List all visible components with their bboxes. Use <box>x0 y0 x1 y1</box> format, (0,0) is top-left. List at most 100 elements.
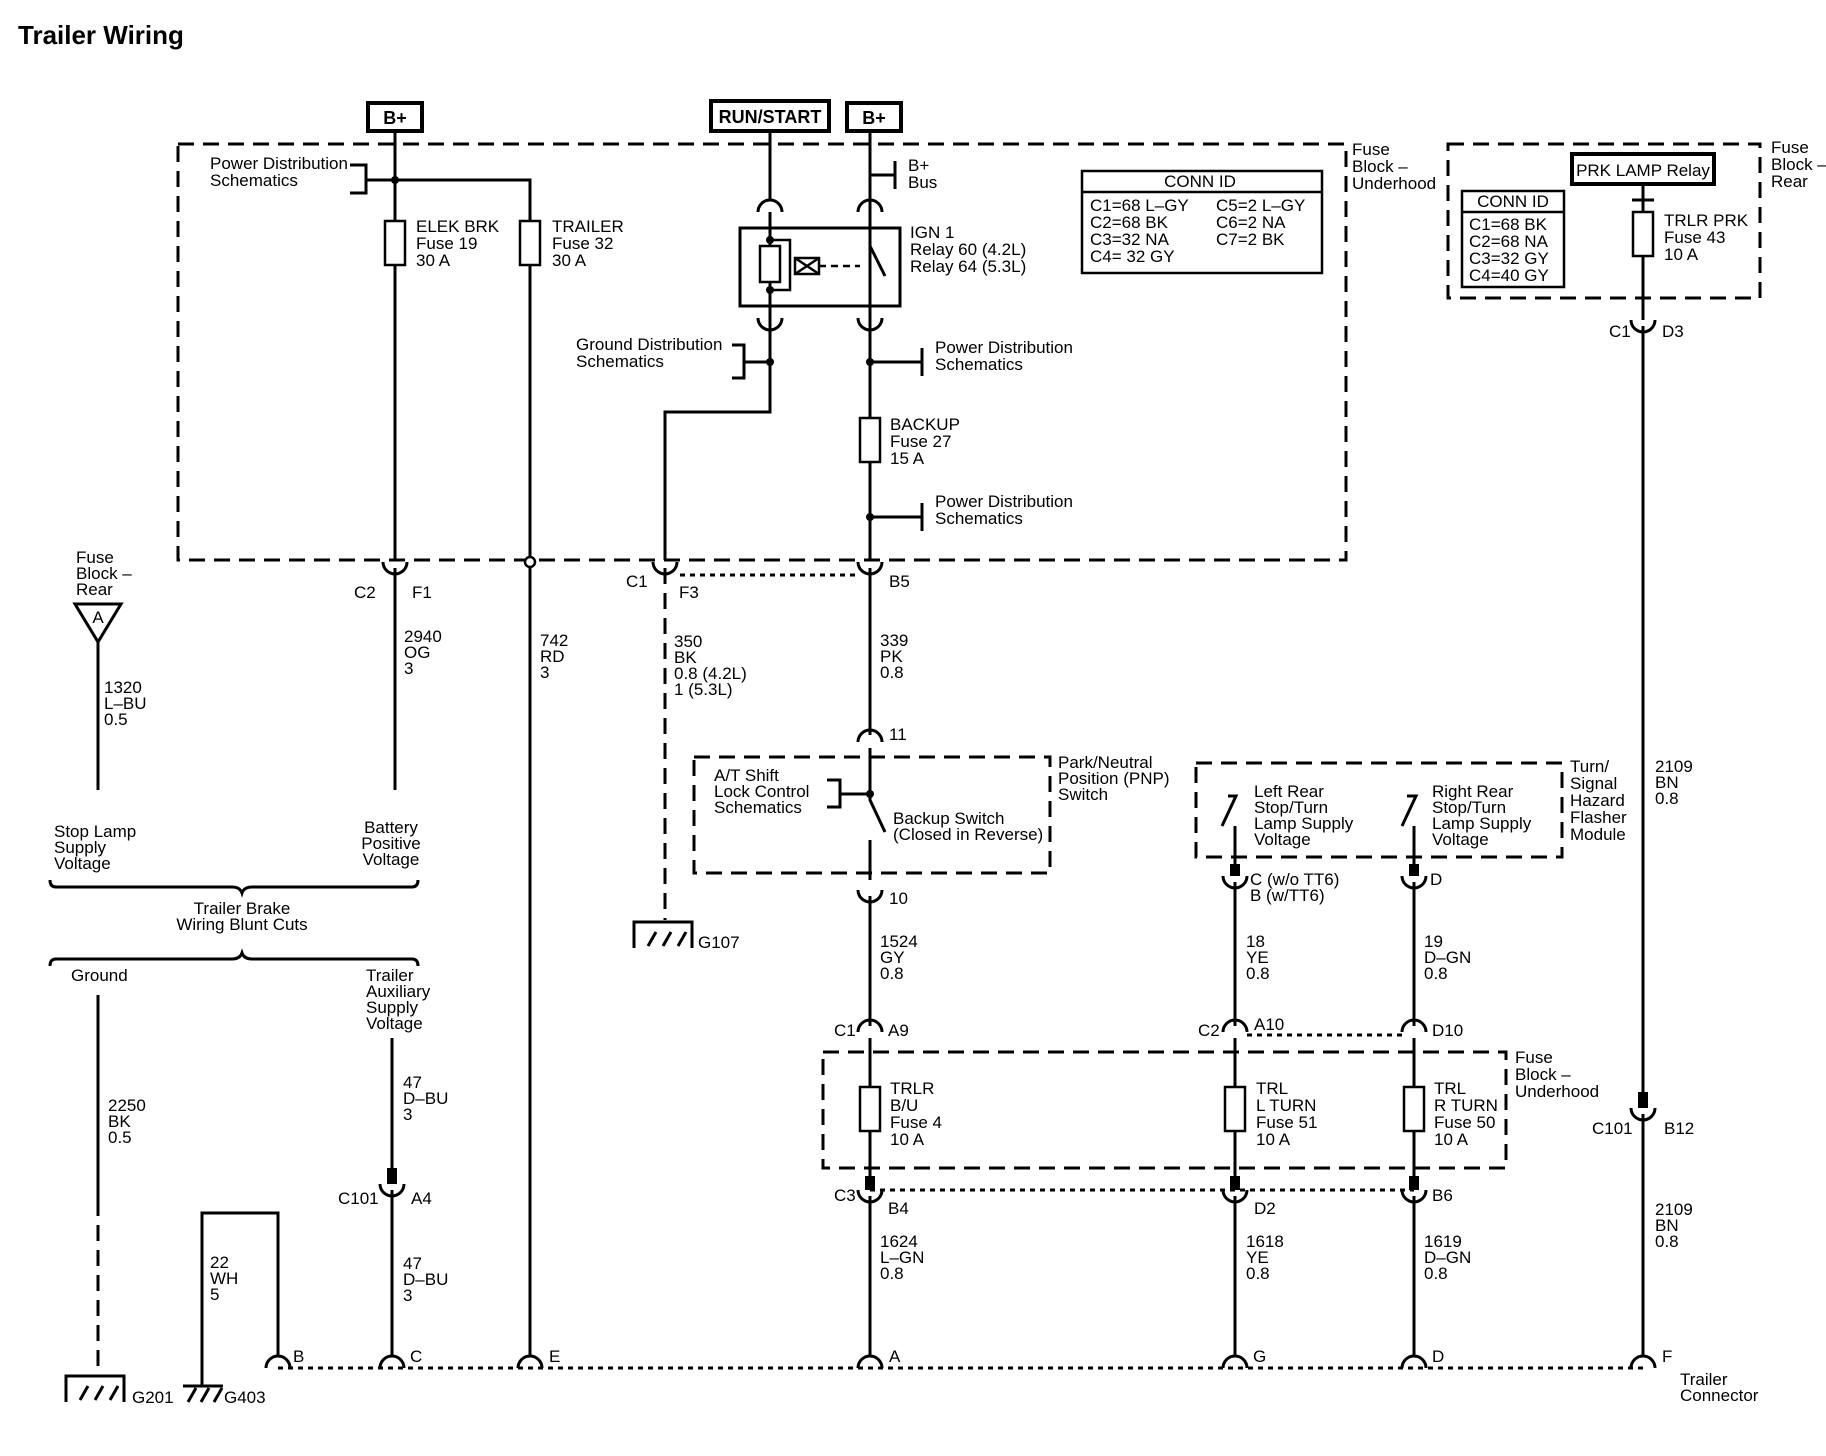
svg-text:Fuse 51: Fuse 51 <box>1256 1113 1317 1132</box>
svg-text:B+: B+ <box>383 108 407 128</box>
svg-text:D: D <box>1430 870 1442 889</box>
svg-text:C7=2 BK: C7=2 BK <box>1216 230 1285 249</box>
svg-text:Fuse 4: Fuse 4 <box>890 1113 942 1132</box>
svg-text:10 A: 10 A <box>1434 1130 1469 1149</box>
power-dist-2-label-1: Power Distribution <box>935 338 1073 357</box>
svg-text:3: 3 <box>540 663 549 682</box>
svg-text:350: 350 <box>674 632 702 651</box>
fuse-block-underhood-2-boundary <box>821 1050 1508 1170</box>
svg-text:Left Rear: Left Rear <box>1254 782 1324 801</box>
svg-text:C1=68 L–GY: C1=68 L–GY <box>1090 196 1189 215</box>
svg-text:Underhood: Underhood <box>1515 1082 1599 1101</box>
svg-text:PK: PK <box>880 647 903 666</box>
svg-text:D–GN: D–GN <box>1424 948 1471 967</box>
fuse-block-rear-label-1: Fuse <box>1771 138 1809 157</box>
svg-text:TRL: TRL <box>1434 1079 1466 1098</box>
svg-text:Stop/Turn: Stop/Turn <box>1432 798 1506 817</box>
fuse-trlr-bu <box>858 1085 882 1133</box>
svg-text:0.8: 0.8 <box>880 964 904 983</box>
svg-text:Turn/: Turn/ <box>1570 757 1609 776</box>
svg-text:Fuse: Fuse <box>1515 1048 1553 1067</box>
svg-text:Battery: Battery <box>364 818 418 837</box>
svg-text:339: 339 <box>880 631 908 650</box>
svg-text:GY: GY <box>880 948 905 967</box>
fuse-backup-label-3: 15 A <box>890 449 925 468</box>
trailer-connector-label-1: Trailer <box>1680 1370 1728 1389</box>
connector-d10 <box>1400 1018 1428 1033</box>
svg-text:Voltage: Voltage <box>54 854 111 873</box>
fuse-trlr-prk-label-3: 10 A <box>1664 245 1699 264</box>
svg-text:742: 742 <box>540 631 568 650</box>
svg-text:0.8: 0.8 <box>1246 1264 1270 1283</box>
svg-text:A/T Shift: A/T Shift <box>714 766 779 785</box>
left-rear-switch <box>1220 794 1239 872</box>
wire-22 <box>200 1211 280 1385</box>
svg-text:L–GN: L–GN <box>880 1248 924 1267</box>
fuse-block-underhood-label-2: Block – <box>1352 157 1408 176</box>
svg-text:Lamp Supply: Lamp Supply <box>1254 814 1354 833</box>
svg-text:0.5: 0.5 <box>108 1128 132 1147</box>
svg-text:3: 3 <box>403 1286 412 1305</box>
svg-text:A4: A4 <box>411 1189 432 1208</box>
svg-text:10 A: 10 A <box>890 1130 925 1149</box>
flasher-module-boundary <box>1194 761 1564 859</box>
svg-text:C2=68 NA: C2=68 NA <box>1469 232 1549 251</box>
svg-text:Trailer Brake: Trailer Brake <box>194 899 291 918</box>
svg-text:0.5: 0.5 <box>104 710 128 729</box>
svg-text:Supply: Supply <box>54 838 106 857</box>
power-dist-2-label-2: Schematics <box>935 355 1023 374</box>
power-dist-2-bracket <box>870 348 924 376</box>
svg-text:C6=2 NA: C6=2 NA <box>1216 213 1286 232</box>
svg-text:Lamp Supply: Lamp Supply <box>1432 814 1532 833</box>
svg-text:1624: 1624 <box>880 1232 918 1251</box>
svg-text:B6: B6 <box>1432 1186 1453 1205</box>
svg-text:18: 18 <box>1246 932 1265 951</box>
svg-text:Block –: Block – <box>76 564 132 583</box>
fuse-elek-label-2: Fuse 19 <box>416 234 477 253</box>
svg-text:B5: B5 <box>889 572 910 591</box>
page-title: Trailer Wiring <box>18 20 184 50</box>
svg-text:G: G <box>1253 1347 1266 1366</box>
fuse-block-rear-boundary <box>1446 142 1762 300</box>
svg-text:0.8: 0.8 <box>880 1264 904 1283</box>
svg-text:0.8: 0.8 <box>1424 1264 1448 1283</box>
ground-dist-label-1: Ground Distribution <box>576 335 722 354</box>
svg-text:Block –: Block – <box>1515 1065 1571 1084</box>
svg-text:B: B <box>293 1347 304 1366</box>
b-plus-bus-bracket <box>870 161 897 189</box>
svg-text:Hazard: Hazard <box>1570 791 1625 810</box>
backup-switch <box>868 748 887 880</box>
svg-text:47: 47 <box>403 1073 422 1092</box>
svg-text:0.8: 0.8 <box>1424 964 1448 983</box>
connector-c1-a9 <box>856 1018 884 1033</box>
svg-text:Park/Neutral: Park/Neutral <box>1058 753 1152 772</box>
svg-text:0.8: 0.8 <box>1655 789 1679 808</box>
svg-text:TRL: TRL <box>1256 1079 1288 1098</box>
svg-text:C3=32 GY: C3=32 GY <box>1469 249 1549 268</box>
svg-text:Module: Module <box>1570 825 1626 844</box>
svg-text:Stop/Turn: Stop/Turn <box>1254 798 1328 817</box>
svg-text:Positive: Positive <box>361 834 421 853</box>
svg-text:2940: 2940 <box>404 627 442 646</box>
svg-text:CONN ID: CONN ID <box>1164 172 1236 191</box>
wire-b-plus-trailer <box>395 178 532 560</box>
relay-coil <box>758 244 782 284</box>
svg-text:1524: 1524 <box>880 932 918 951</box>
svg-text:L TURN: L TURN <box>1256 1096 1316 1115</box>
svg-text:Trailer: Trailer <box>366 966 414 985</box>
svg-text:G107: G107 <box>698 933 740 952</box>
svg-text:F1: F1 <box>412 583 432 602</box>
svg-text:PRK LAMP Relay: PRK LAMP Relay <box>1576 161 1710 180</box>
svg-text:YE: YE <box>1246 948 1269 967</box>
svg-text:TRLR: TRLR <box>890 1079 934 1098</box>
svg-text:10 A: 10 A <box>1256 1130 1291 1149</box>
svg-text:Voltage: Voltage <box>1432 830 1489 849</box>
svg-text:D: D <box>1432 1347 1444 1366</box>
svg-text:Voltage: Voltage <box>363 850 420 869</box>
svg-text:3: 3 <box>403 1105 412 1124</box>
svg-text:WH: WH <box>210 1269 238 1288</box>
svg-text:19: 19 <box>1424 932 1443 951</box>
svg-text:G403: G403 <box>224 1388 266 1407</box>
svg-text:11: 11 <box>889 725 907 744</box>
fuse-trailer-label-1: TRAILER <box>552 217 624 236</box>
